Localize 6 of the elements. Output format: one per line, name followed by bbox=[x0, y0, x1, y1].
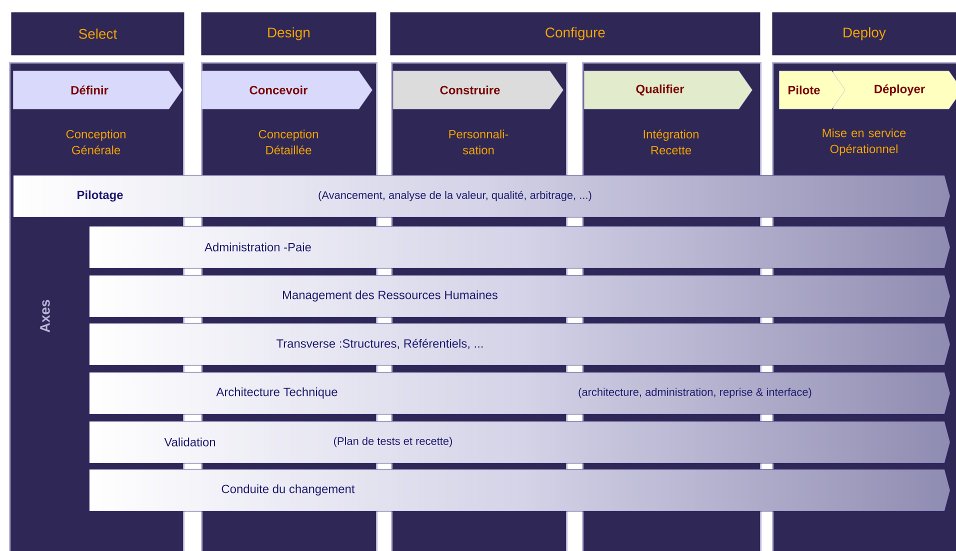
phase-header: Deploy bbox=[772, 12, 956, 56]
axes-label: Axes bbox=[40, 300, 50, 332]
phase-header: Configure bbox=[390, 12, 760, 56]
phase-header: Select bbox=[11, 12, 184, 56]
phase-header: Design bbox=[201, 12, 376, 56]
step-tab: Définir bbox=[13, 70, 182, 110]
